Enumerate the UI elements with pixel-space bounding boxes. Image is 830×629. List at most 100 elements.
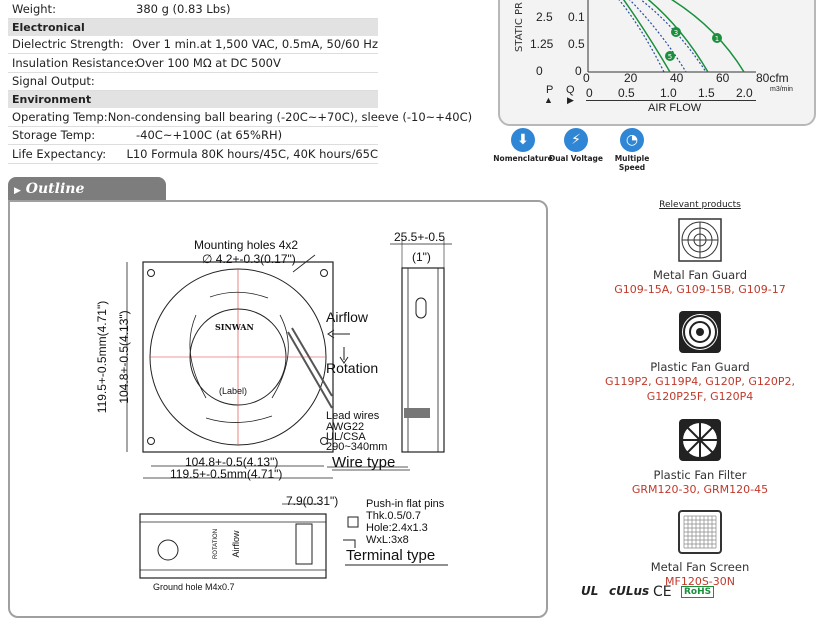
x-tick-m3: 0.5 [618, 86, 635, 100]
outline-dimensions-tab: ▶ Outline Dimensions [8, 177, 166, 223]
spec-table: Weight: 380 g (0.83 Lbs) Electronical Di… [8, 0, 472, 164]
spec-key: Insulation Resistance: [12, 55, 138, 70]
rotation-label: Rotation [326, 360, 379, 376]
curve-line [629, 0, 687, 73]
wire-type-title: Wire type [332, 454, 396, 471]
spec-row: Life Expectancy: L10 Formula 80K hours/45… [8, 145, 378, 164]
curve-label: 1 [715, 35, 719, 43]
spec-value: 380 g (0.83 Lbs) [136, 1, 231, 16]
y-tick-right: 0 [575, 64, 582, 78]
lead-wires-gauge: AWG22 [326, 421, 365, 433]
ground-hole-label: Ground hole M4x0.7 [153, 582, 235, 592]
relevant-products-title: Relevant products [659, 200, 741, 210]
x-tick-cfm: 60 [716, 71, 730, 85]
y-tick-left: 0 [536, 64, 543, 78]
nomenclature-link[interactable]: ⬇ Nomenclature [493, 128, 553, 163]
depth-dimension: 25.5+-0.5 [394, 230, 446, 244]
p-label: P [546, 84, 554, 96]
plastic-fan-filter-icon [679, 419, 721, 461]
curve-marker [665, 51, 675, 61]
product-name: Metal Fan Screen [650, 560, 750, 574]
feature-icons: ⬇ Nomenclature ⚡ Dual Voltage ◔ Multiple… [493, 128, 668, 178]
dim-inner-horizontal: 104.8+-0.5(4.13") [185, 455, 279, 469]
mounting-holes-label: Mounting holes 4x2 [194, 238, 299, 252]
product-name: Plastic Fan Guard [650, 360, 750, 374]
x-tick-m3: 2.0 [736, 86, 753, 100]
depth-inch: (1") [412, 250, 431, 264]
icon-label: Multiple Speed [614, 154, 650, 172]
y-tick-left: 1.25 [530, 37, 554, 51]
rohs-logo-icon: RoHS [681, 586, 715, 598]
spec-key: Life Expectancy: [12, 146, 107, 161]
dim-outer-horizontal: 119.5+-0.5mm(4.71") [170, 467, 283, 481]
dual-voltage-icon: ⚡ [564, 128, 588, 152]
spec-key: Signal Output: [12, 74, 95, 89]
metal-fan-guard-icon [678, 218, 722, 262]
lead-wires-cert: UL/CSA [326, 431, 366, 443]
section-environment: Environment [8, 91, 378, 108]
curve-line [622, 0, 671, 73]
dual-voltage-link[interactable]: ⚡ Dual Voltage [546, 128, 606, 163]
y-axis-title: STATIC PR [514, 2, 525, 52]
spec-value: Over 100 MΩ at DC 500V [136, 55, 281, 70]
spec-row: Storage Temp: -40C~+100C (at 65%RH) [8, 127, 378, 145]
spec-value: -40C~+100C (at 65%RH) [136, 128, 283, 143]
spec-row: Dielectric Strength: Over 1 min.at 1,500 … [8, 36, 378, 54]
q-label: Q [566, 84, 575, 96]
airflow-label: Airflow [326, 309, 369, 325]
plastic-fan-guard-icon [679, 311, 721, 353]
curve-line [618, 0, 665, 73]
lead-wires: Lead wires [326, 410, 380, 422]
product-metal-fan-guard: Metal Fan Guard G109-15A, G109-15B, G109… [580, 216, 820, 297]
spec-value: L10 Formula 80K hours/45C, 40K hours/65C [126, 146, 378, 161]
hole-dimension: ∅ 4.2+-0.3(0.17") [202, 252, 296, 266]
side-rotation-label: ROTATION [213, 528, 219, 560]
x-tick-m3: 1.5 [698, 86, 715, 100]
spec-value: Over 1 min.at 1,500 VAC, 0.5mA, 50/60 Hz [132, 37, 378, 52]
product-name: Plastic Fan Filter [653, 468, 747, 482]
nomenclature-icon: ⬇ [511, 128, 535, 152]
product-link[interactable]: GRM120-30, GRM120-45 [631, 483, 769, 496]
fan-drawing [126, 238, 452, 579]
lead-wires-length: 290~340mm [326, 441, 388, 453]
pins-size: WxL:3x8 [366, 534, 409, 546]
y-tick-left: 2.5 [536, 10, 553, 24]
curve-marker [712, 33, 722, 43]
x-axis-line [586, 100, 756, 102]
x-tick-cfm: 40 [670, 71, 684, 85]
side-airflow-label: Airflow [231, 530, 241, 558]
y-tick-right: 0.1 [568, 10, 585, 24]
icon-label: Dual Voltage [548, 154, 604, 163]
product-link[interactable]: G120P25F, G120P4 [646, 390, 754, 403]
spec-key: Storage Temp: [12, 128, 96, 143]
product-plastic-fan-guard: Plastic Fan Guard G119P2, G119P4, G120P,… [580, 308, 820, 404]
fan-label: (Label) [219, 386, 248, 396]
ul-logo-icon: UL [581, 584, 599, 598]
spec-row: Signal Output: [8, 73, 378, 91]
dim-outer-vertical: 119.5+-0.5mm(4.71") [95, 300, 109, 414]
pins-hole: Hole:2.4x1.3 [366, 522, 428, 534]
product-link[interactable]: MF120S-30N [665, 575, 735, 588]
pins-thickness: Thk.0.5/0.7 [366, 510, 422, 522]
x-tick-cfm: 80cfm [756, 71, 789, 85]
multiple-speed-link[interactable]: ◔ Multiple Speed [602, 128, 662, 172]
multiple-speed-icon: ◔ [620, 128, 644, 152]
pins-title: Push-in flat pins [366, 498, 445, 510]
curve-label: 3 [674, 29, 678, 37]
terminal-dimension: 7.9(0.31") [286, 494, 339, 508]
terminal-type-title: Terminal type [346, 547, 436, 564]
dim-inner-vertical: 104.8+-0.5(4.13") [117, 310, 131, 404]
product-metal-fan-screen: Metal Fan Screen MF120S-30N [580, 508, 820, 589]
curve-line [670, 0, 745, 73]
ce-logo-icon: CE [653, 584, 672, 600]
spec-key: Dielectric Strength: [12, 37, 124, 52]
product-plastic-fan-filter: Plastic Fan Filter GRM120-30, GRM120-45 [580, 416, 820, 497]
culus-logo-icon: cULus [609, 584, 650, 598]
x-axis-title: AIR FLOW [648, 102, 702, 114]
p-arrow-icon: ▲ [544, 95, 553, 105]
x-tick-m3: 1.0 [660, 86, 677, 100]
product-link[interactable]: G119P2, G119P4, G120P, G120P2, [604, 375, 796, 388]
x-tick-cfm: 20 [624, 71, 638, 85]
product-link[interactable]: G109-15A, G109-15B, G109-17 [614, 283, 786, 296]
spec-value: Non-condensing ball bearing (-20C~+70C),… [107, 109, 473, 124]
